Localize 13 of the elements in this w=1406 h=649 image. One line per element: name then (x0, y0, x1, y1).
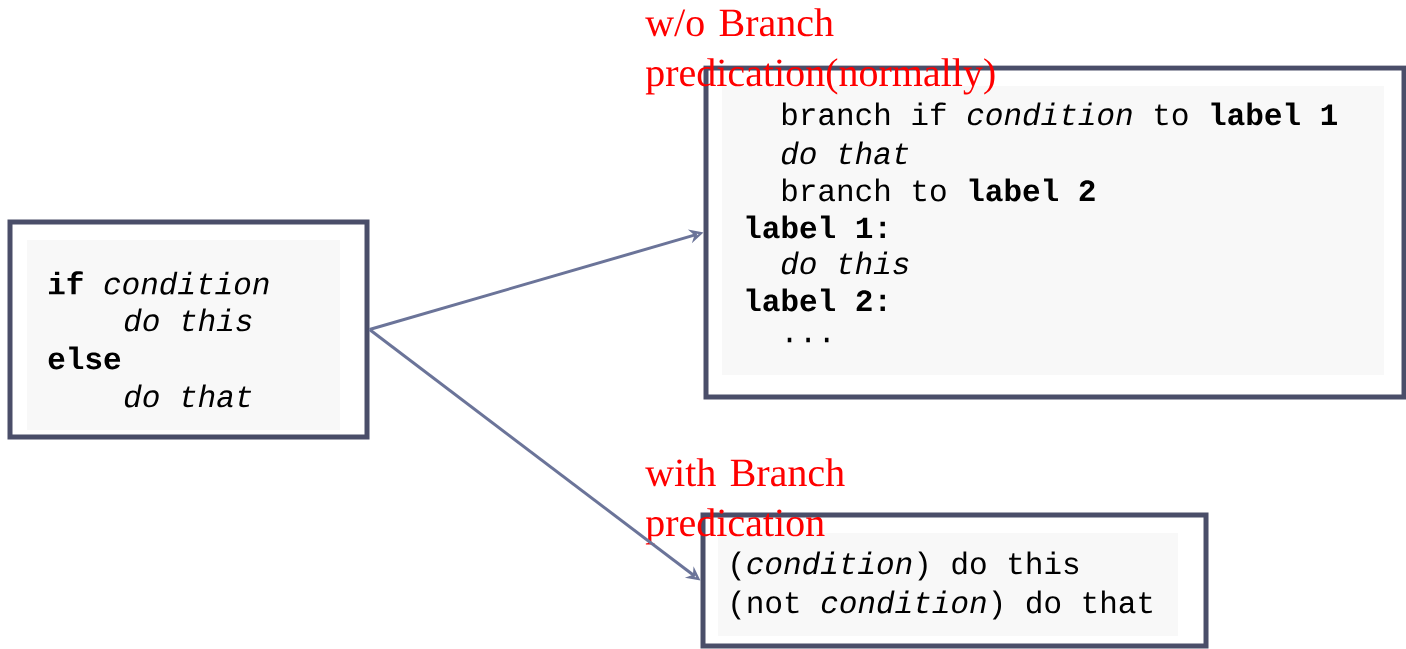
code-line: branch if condition to label 1 (782, 102, 1337, 126)
code-line: do that (781, 141, 909, 165)
code-line: label 1: (746, 215, 885, 239)
code-line: (not condition) do that (732, 590, 1152, 620)
code-line: ... (787, 337, 829, 343)
code-line: (condition) do this (732, 551, 1079, 581)
code-line: else (48, 346, 121, 370)
code-line: label 2: (746, 288, 885, 312)
code-line: do that (124, 384, 252, 408)
code-line: branch to label 2 (782, 178, 1095, 202)
code-line: if condition (49, 271, 269, 295)
code-line: do this (124, 308, 252, 332)
code-line: do this (781, 251, 909, 275)
